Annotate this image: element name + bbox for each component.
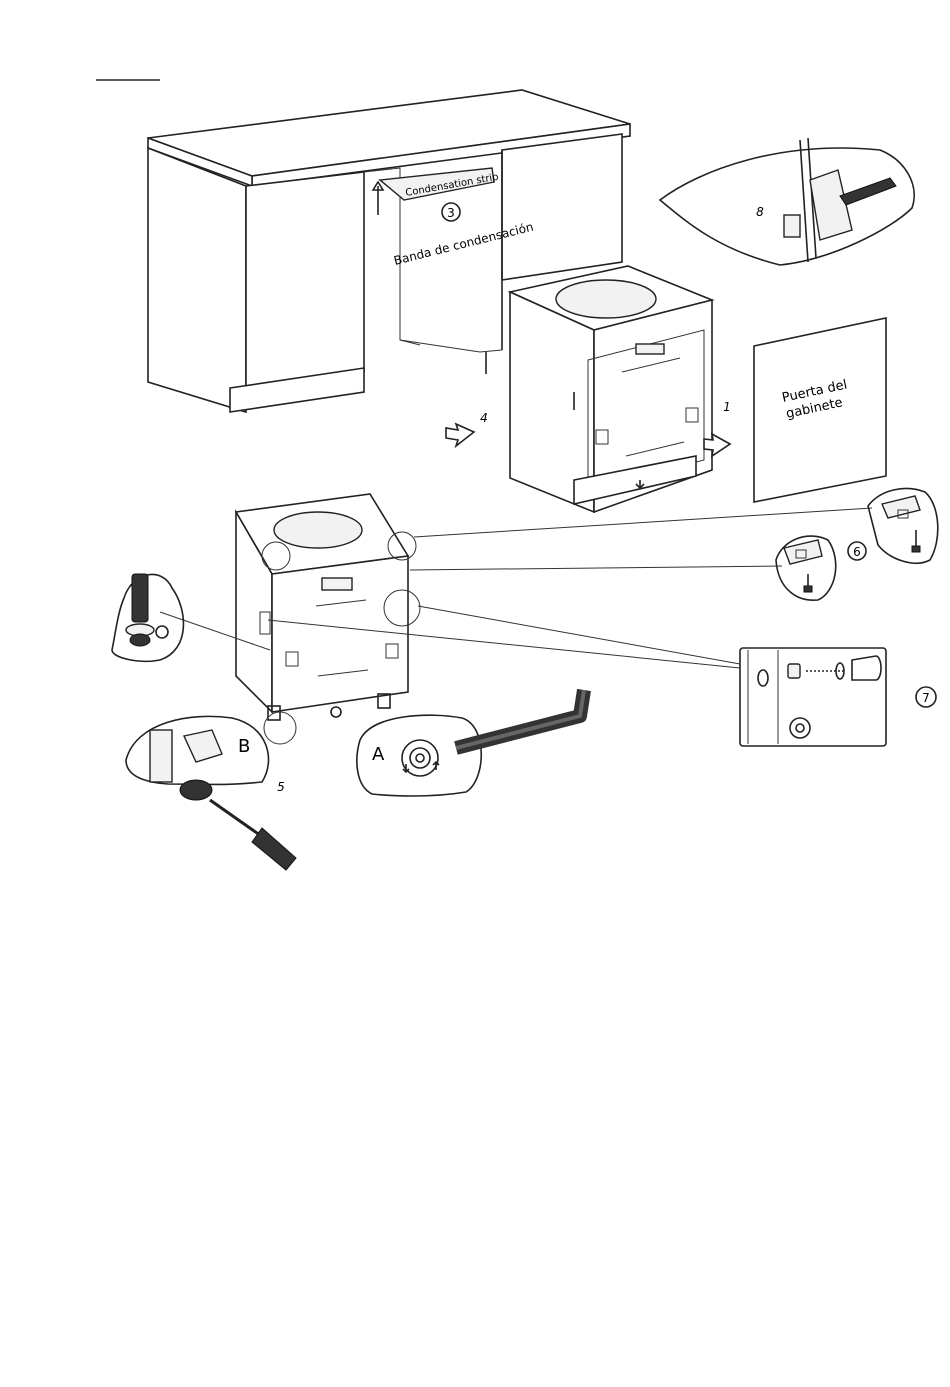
- hinge-detail: 8: [660, 138, 914, 265]
- step-4-label: 4: [480, 411, 488, 425]
- screw-fixing-detail: 7: [740, 648, 936, 746]
- detail-a-letter: A: [372, 744, 385, 765]
- step-6-label: 6: [853, 545, 861, 559]
- step-5-label: 5: [277, 780, 285, 794]
- detail-b: B 5: [126, 716, 296, 870]
- step-8-label: 8: [756, 205, 764, 219]
- bracket-detail-lower: 6: [776, 536, 866, 600]
- step-3-label: 3: [447, 206, 455, 220]
- detail-a: A: [357, 690, 584, 796]
- cabinet-door-panel: Puerta del gabinete: [754, 318, 886, 502]
- dishwasher-upper: 4 1: [446, 266, 731, 512]
- step-7-label: 7: [922, 691, 930, 705]
- dishwasher-lower: [236, 494, 420, 744]
- adjustable-foot-detail: [112, 574, 183, 661]
- detail-b-letter: B: [238, 736, 250, 757]
- step-1-label: 1: [723, 400, 731, 414]
- bracket-detail-upper: [868, 488, 938, 563]
